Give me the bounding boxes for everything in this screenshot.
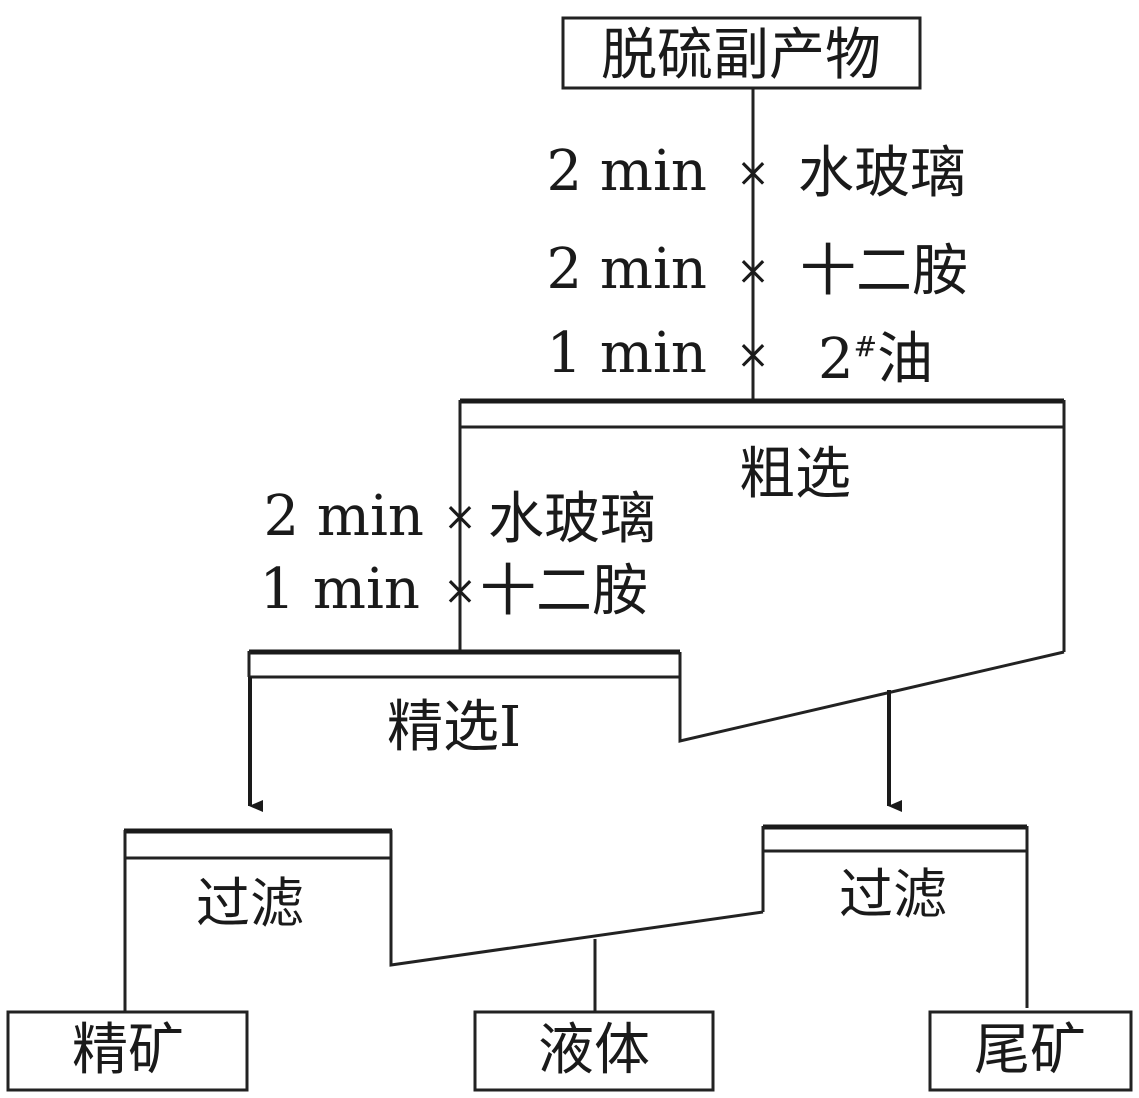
addition-marker-icon: × bbox=[736, 248, 770, 294]
rougher-label: 粗选 bbox=[739, 442, 851, 507]
filtrate-line bbox=[389, 910, 764, 967]
rougher-reagent-1-name: 水玻璃 bbox=[798, 141, 966, 206]
concentrate-label: 精矿 bbox=[72, 1018, 184, 1083]
tailings-label: 尾矿 bbox=[974, 1018, 1086, 1083]
cleaner-reagents: 2 min × 水玻璃 1 min × 十二胺 bbox=[259, 484, 656, 624]
rougher-reagent-2-time: 2 min bbox=[546, 237, 707, 302]
cleaner-cell: 精选Ⅰ bbox=[247, 649, 680, 760]
concentrate-box: 精矿 bbox=[6, 1010, 249, 1092]
rougher-cell: 粗选 bbox=[458, 398, 1066, 652]
rougher-reagent-3-name: 2#油 bbox=[818, 327, 933, 392]
cleaner-label: 精选Ⅰ bbox=[387, 695, 521, 760]
addition-marker-icon: × bbox=[443, 568, 477, 614]
cleaner-reagent-2-name: 十二胺 bbox=[480, 559, 648, 624]
liquid-label: 液体 bbox=[538, 1018, 650, 1083]
addition-marker-icon: × bbox=[443, 494, 477, 540]
rougher-tailings-line bbox=[678, 650, 1065, 743]
feed-box: 脱硫副产物 bbox=[561, 16, 922, 90]
cleaner-reagent-1-time: 2 min bbox=[263, 484, 424, 549]
feed-label: 脱硫副产物 bbox=[601, 23, 881, 88]
addition-marker-icon: × bbox=[736, 150, 770, 196]
cleaner-reagent-2-time: 1 min bbox=[259, 557, 420, 622]
liquid-box: 液体 bbox=[473, 1010, 715, 1092]
filter-right-label: 过滤 bbox=[839, 863, 947, 926]
cleaner-reagent-1-name: 水玻璃 bbox=[488, 487, 656, 552]
rougher-reagents: 2 min × 水玻璃 2 min × 十二胺 1 min × 2#油 bbox=[546, 139, 968, 392]
tailings-box: 尾矿 bbox=[928, 1010, 1133, 1092]
rougher-reagent-1-time: 2 min bbox=[546, 139, 707, 204]
filter-left: 过滤 bbox=[123, 828, 393, 1013]
filter-left-label: 过滤 bbox=[196, 872, 304, 935]
addition-marker-icon: × bbox=[736, 332, 770, 378]
rougher-reagent-2-name: 十二胺 bbox=[800, 239, 968, 304]
filter-right: 过滤 bbox=[761, 824, 1029, 1008]
rougher-reagent-3-time: 1 min bbox=[546, 321, 707, 386]
